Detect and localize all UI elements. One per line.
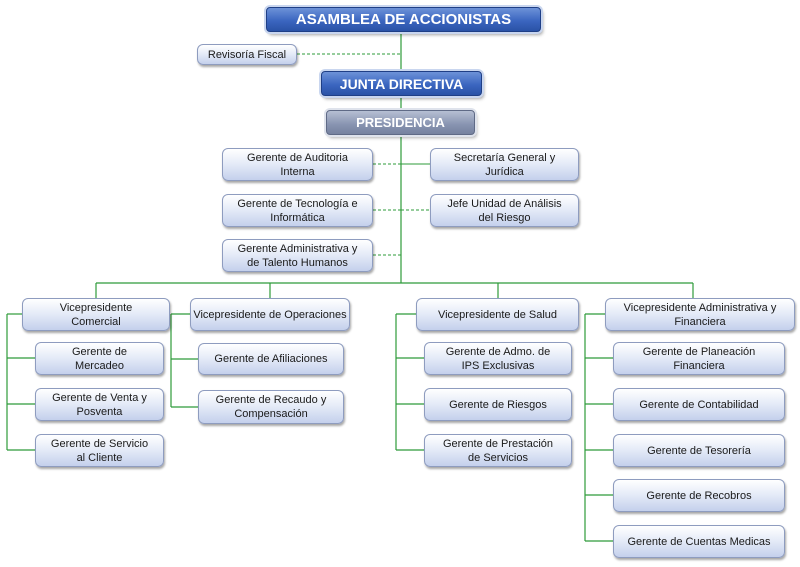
- gerente-prestacion-box: Gerente de Prestación de Servicios: [424, 434, 572, 467]
- gerente-talento-humano-box: Gerente Administrativa y de Talento Huma…: [222, 239, 373, 272]
- jefe-analisis-riesgo-box: Jefe Unidad de Análisis del Riesgo: [430, 194, 579, 227]
- vp-operaciones-box: Vicepresidente de Operaciones: [190, 298, 350, 331]
- gerente-afiliaciones-box: Gerente de Afiliaciones: [198, 343, 344, 375]
- gerente-contabilidad-box: Gerente de Contabilidad: [613, 388, 785, 421]
- gerente-ips-box: Gerente de Admo. de IPS Exclusivas: [424, 342, 572, 375]
- gerente-planeacion-box: Gerente de Planeación Financiera: [613, 342, 785, 375]
- gerente-mercadeo-box: Gerente de Mercadeo: [35, 342, 164, 375]
- vp-financiera-box: Vicepresidente Administrativa y Financie…: [605, 298, 795, 331]
- gerente-servicio-cliente-box: Gerente de Servicio al Cliente: [35, 434, 164, 467]
- presidencia-box: PRESIDENCIA: [326, 110, 475, 135]
- gerente-riesgos-box: Gerente de Riesgos: [424, 388, 572, 421]
- revisoria-fiscal-box: Revisoría Fiscal: [197, 44, 297, 65]
- gerente-recobros-box: Gerente de Recobros: [613, 479, 785, 512]
- gerente-recaudo-box: Gerente de Recaudo y Compensación: [198, 390, 344, 424]
- gerente-tecnologia-box: Gerente de Tecnología e Informática: [222, 194, 373, 227]
- junta-directiva-box: JUNTA DIRECTIVA: [321, 71, 482, 96]
- gerente-cuentas-medicas-box: Gerente de Cuentas Medicas: [613, 525, 785, 558]
- vp-comercial-box: Vicepresidente Comercial: [22, 298, 170, 331]
- gerente-tesoreria-box: Gerente de Tesorería: [613, 434, 785, 467]
- secretaria-general-box: Secretaría General y Jurídica: [430, 148, 579, 181]
- vp-salud-box: Vicepresidente de Salud: [416, 298, 579, 331]
- asamblea-box: ASAMBLEA DE ACCIONISTAS: [266, 7, 541, 32]
- gerente-venta-posventa-box: Gerente de Venta y Posventa: [35, 388, 164, 421]
- gerente-auditoria-box: Gerente de Auditoria Interna: [222, 148, 373, 181]
